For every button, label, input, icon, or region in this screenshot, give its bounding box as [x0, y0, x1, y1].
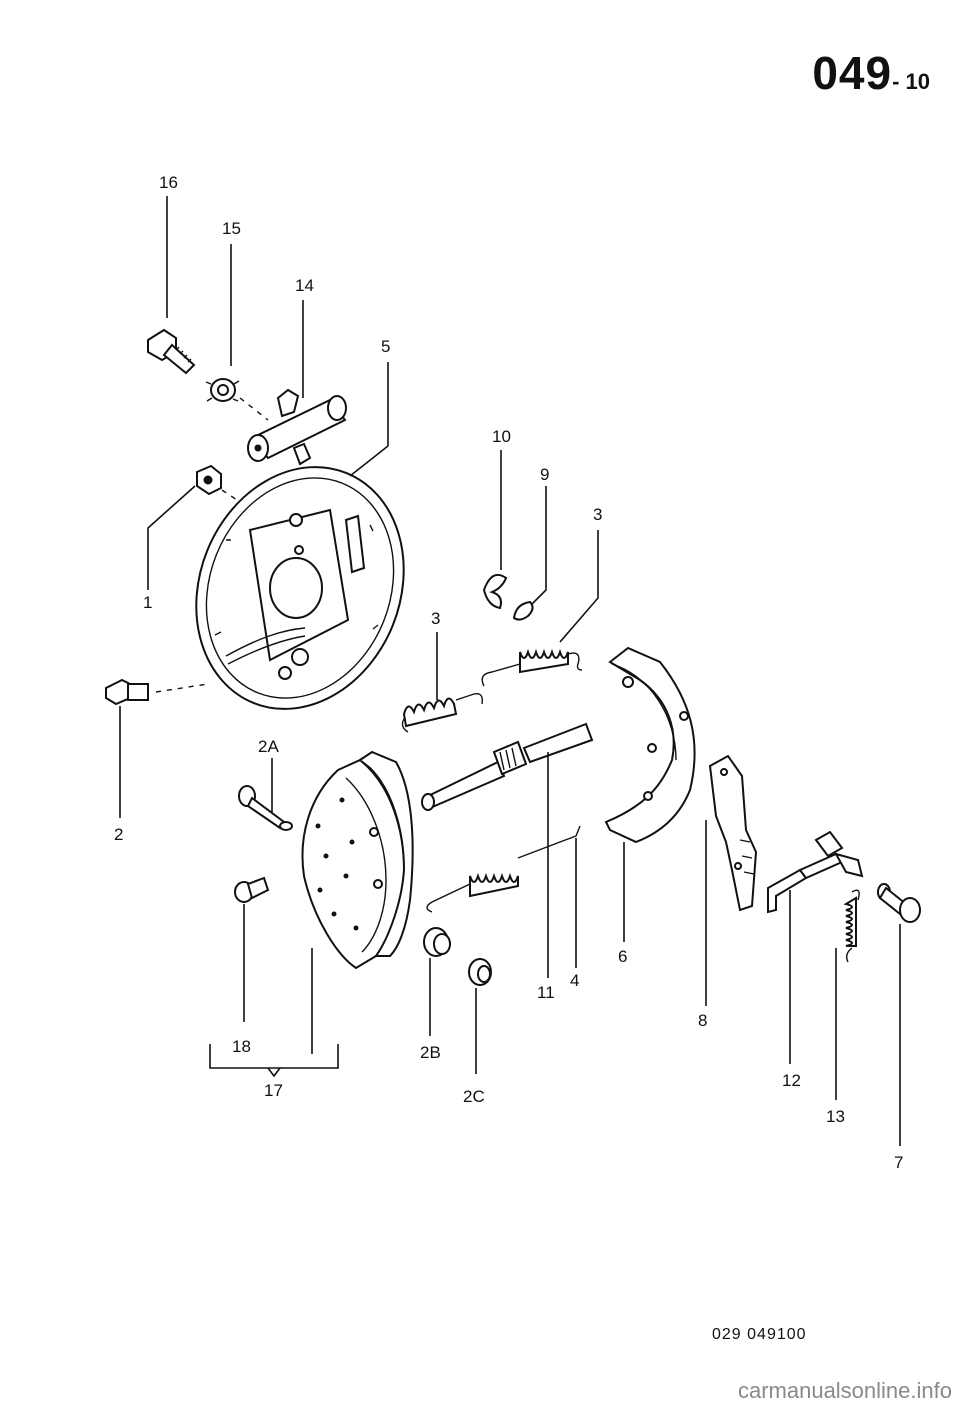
callout-14: 14 [295, 276, 314, 295]
page-number-main: 049 [812, 47, 893, 99]
leader-1 [147, 485, 196, 590]
spring-icon [481, 648, 583, 687]
page-number-sub: - 10 [892, 69, 930, 94]
callout-2A: 2A [258, 737, 279, 756]
leader-9 [531, 486, 547, 605]
cup-icon [423, 927, 451, 957]
callout-7: 7 [894, 1153, 903, 1172]
lever-icon [708, 754, 758, 912]
leader-3b [559, 530, 599, 643]
callout-3b: 3 [593, 505, 602, 524]
bracket-17-tip [267, 1067, 281, 1078]
brake-shoe-icon [301, 750, 414, 970]
spring-icon [843, 889, 860, 963]
callout-11: 11 [537, 983, 555, 1002]
callout-6: 6 [618, 947, 627, 966]
cup-icon [468, 958, 492, 986]
bolt-icon [147, 328, 196, 375]
callout-13: 13 [826, 1107, 845, 1126]
stud-icon [234, 876, 270, 903]
page-number: 049- 10 [812, 46, 930, 100]
leader-5b [349, 445, 389, 477]
callout-15: 15 [222, 219, 241, 238]
callout-2: 2 [114, 825, 123, 844]
callout-2B: 2B [420, 1043, 441, 1062]
spring-icon [401, 693, 484, 733]
callout-2C: 2C [463, 1087, 485, 1106]
brake-shoe-icon [604, 646, 696, 844]
callout-5: 5 [381, 337, 390, 356]
bleeder-valve-icon [877, 883, 921, 923]
strut-icon [767, 830, 864, 914]
retainer-icon [512, 600, 534, 621]
callout-3a: 3 [431, 609, 440, 628]
bleeder-valve-icon [105, 678, 149, 706]
callout-1: 1 [143, 593, 152, 612]
callout-16: 16 [159, 173, 178, 192]
backing-plate-icon [195, 466, 405, 710]
adjuster-icon [421, 722, 594, 811]
spring-icon [426, 825, 581, 913]
callout-17: 17 [264, 1081, 283, 1100]
callout-10: 10 [492, 427, 511, 446]
callout-4: 4 [570, 971, 579, 990]
plug-icon [196, 464, 222, 496]
lock-washer-icon [205, 378, 240, 402]
watermark: carmanualsonline.info [737, 1378, 952, 1403]
diagram-code: 029 049100 [712, 1326, 807, 1343]
callout-18: 18 [232, 1037, 251, 1056]
wheel-cylinder-icon [247, 388, 347, 466]
pin-icon [238, 785, 293, 831]
callout-8: 8 [698, 1011, 707, 1030]
callout-12: 12 [782, 1071, 801, 1090]
callout-9: 9 [540, 465, 549, 484]
bracket-17 [209, 1044, 339, 1069]
clip-icon [482, 574, 508, 610]
